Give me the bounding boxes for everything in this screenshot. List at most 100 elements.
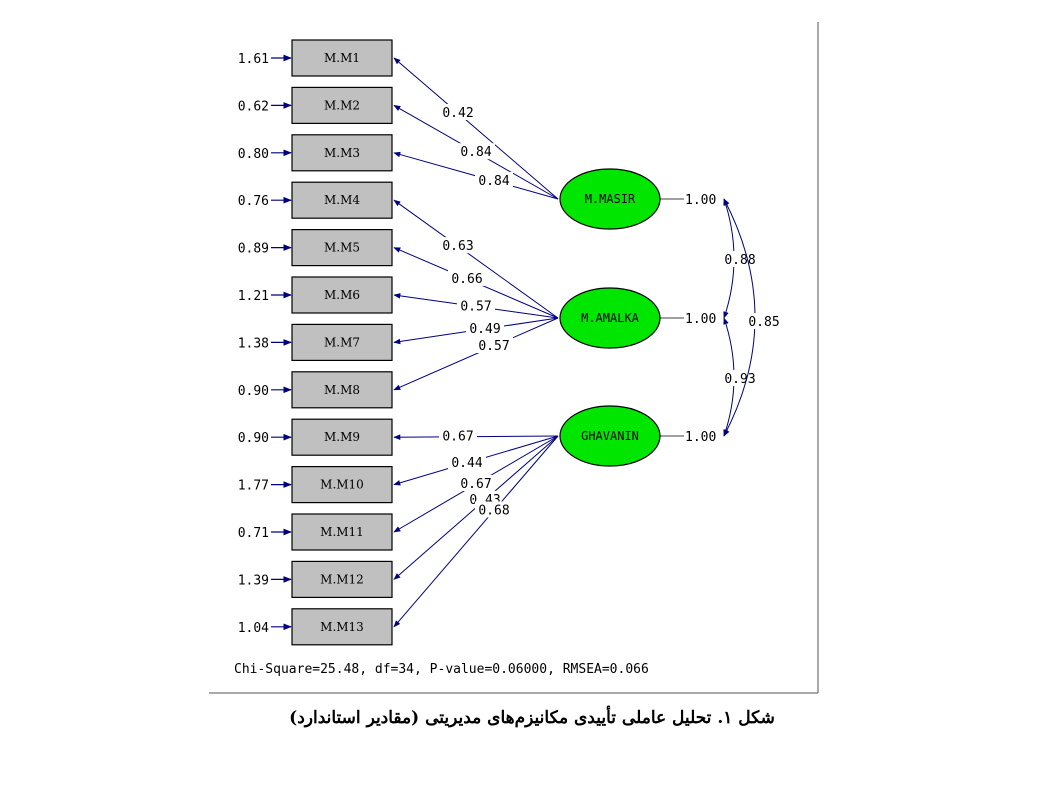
observed-label: M.M13 <box>320 620 364 634</box>
loading-value: 0.67 <box>460 477 491 492</box>
loading-value: 0.63 <box>442 239 473 254</box>
loading-path <box>393 317 559 391</box>
loading-path <box>393 435 559 628</box>
loading-label-bg <box>457 297 495 314</box>
observed-box <box>291 276 393 314</box>
cfa-path-diagram: 0.880.930.85 0.420.840.840.630.660.570.4… <box>209 22 819 694</box>
error-variance-label: 1.39 <box>238 573 269 588</box>
observed-variable: M.M8 0.90 <box>238 371 393 409</box>
observed-variable: M.M5 0.89 <box>238 229 393 267</box>
observed-box <box>291 418 393 456</box>
observed-box <box>291 466 393 504</box>
observed-box <box>291 229 393 267</box>
error-variance-label: 1.04 <box>238 621 269 636</box>
latent-variable: GHAVANIN 1.00 <box>559 405 716 467</box>
observed-label: M.M3 <box>324 146 360 160</box>
error-variance-label: 1.61 <box>238 52 269 67</box>
loading-label-bg <box>439 427 477 444</box>
covariance-label-bg <box>721 251 759 267</box>
loading-label-bg <box>439 104 477 121</box>
observed-label: M.M10 <box>320 478 364 492</box>
error-variance-label: 1.77 <box>238 479 269 494</box>
loading-value: 0.49 <box>469 322 500 337</box>
observed-box <box>291 181 393 219</box>
observed-variable: M.M11 0.71 <box>238 513 393 551</box>
observed-variable: M.M9 0.90 <box>238 418 393 456</box>
observed-label: M.M9 <box>324 430 360 444</box>
error-variance-label: 1.21 <box>238 289 269 304</box>
observed-variable: M.M1 1.61 <box>238 39 393 77</box>
covariance-value: 0.85 <box>748 315 779 330</box>
error-variance-label: 0.89 <box>238 242 269 257</box>
variance-value: 1.00 <box>685 430 716 445</box>
observed-variable: M.M13 1.04 <box>238 608 393 646</box>
error-variance-label: 0.90 <box>238 384 269 399</box>
loading-value: 0.57 <box>478 339 509 354</box>
latent-label: M.MASIR <box>585 192 636 206</box>
loading-path <box>393 57 559 200</box>
observed-label: M.M8 <box>324 383 360 397</box>
observed-label: M.M12 <box>320 572 364 586</box>
observed-label: M.M4 <box>324 193 360 207</box>
observed-box <box>291 323 393 361</box>
loading-path <box>393 199 559 319</box>
loading-label-bg <box>457 475 495 491</box>
loading-value: 0.44 <box>451 456 482 471</box>
error-variance-label: 0.62 <box>238 99 269 114</box>
error-variance-label: 0.76 <box>238 194 269 209</box>
observed-variable: M.M2 0.62 <box>238 86 393 125</box>
latent-variable: M.MASIR 1.00 <box>559 168 716 230</box>
loadings-group: 0.42 0.84 0.84 0.63 0.66 0.57 0.49 0.57 0.67 0.44… <box>393 57 559 628</box>
loading-label-bg <box>475 337 513 354</box>
error-variance-label: 0.90 <box>238 431 269 446</box>
loading-label-bg <box>439 237 477 254</box>
loading-value: 0.67 <box>442 430 473 445</box>
covariance-value: 0.88 <box>724 253 755 268</box>
loading-value: 0.84 <box>478 174 509 189</box>
figure-caption: شکل ۱. تحلیل عاملی تأییدی مکانیزم‌های مد… <box>289 708 775 728</box>
observed-variable: M.M4 0.76 <box>238 181 393 219</box>
variance-value: 1.00 <box>685 312 716 327</box>
observed-label: M.M5 <box>324 241 360 255</box>
error-variance-label: 0.71 <box>238 526 269 541</box>
covariance-value: 0.93 <box>724 372 755 387</box>
observed-variable: M.M12 1.39 <box>238 560 393 599</box>
loading-value: 0.68 <box>478 503 509 518</box>
loading-value: 0.66 <box>451 272 482 287</box>
covariance-label-bg <box>721 370 759 386</box>
loading-value: 0.42 <box>442 106 473 121</box>
observed-label: M.M11 <box>320 525 364 539</box>
observed-box <box>291 39 393 77</box>
observed-label: M.M1 <box>324 51 360 65</box>
loading-value: 0.57 <box>460 300 491 315</box>
loading-label-bg <box>448 453 486 470</box>
observed-label: M.M7 <box>324 335 360 349</box>
fit-statistics: Chi-Square=25.48, df=34, P-value=0.06000… <box>234 662 649 677</box>
observed-variable: M.M7 1.38 <box>238 323 393 361</box>
variance-value: 1.00 <box>685 193 716 208</box>
error-variance-label: 0.80 <box>238 147 269 162</box>
loading-label-bg <box>448 269 486 286</box>
latent-label: GHAVANIN <box>581 429 639 443</box>
observed-variable: M.M10 1.77 <box>238 466 393 504</box>
observed-variable: M.M6 1.21 <box>238 276 393 314</box>
error-variance-label: 1.38 <box>238 336 269 351</box>
observed-variable: M.M3 0.80 <box>238 134 393 172</box>
observed-box <box>291 513 393 551</box>
loading-label-bg <box>475 501 513 518</box>
observed-box <box>291 560 393 599</box>
loading-value: 0.84 <box>460 145 491 160</box>
loading-label-bg <box>475 171 513 188</box>
loading-label-bg <box>457 143 495 160</box>
observed-variables-group: M.M1 1.61M.M2 0.62M.M3 0.80M.M4 0.76M.M5 0.89… <box>238 39 393 646</box>
observed-box <box>291 134 393 172</box>
covariance-label-bg <box>745 313 783 329</box>
observed-label: M.M6 <box>324 288 360 302</box>
observed-box <box>291 608 393 646</box>
observed-box <box>291 371 393 409</box>
observed-label: M.M2 <box>324 98 360 112</box>
loading-label-bg <box>466 319 504 336</box>
observed-box <box>291 86 393 125</box>
